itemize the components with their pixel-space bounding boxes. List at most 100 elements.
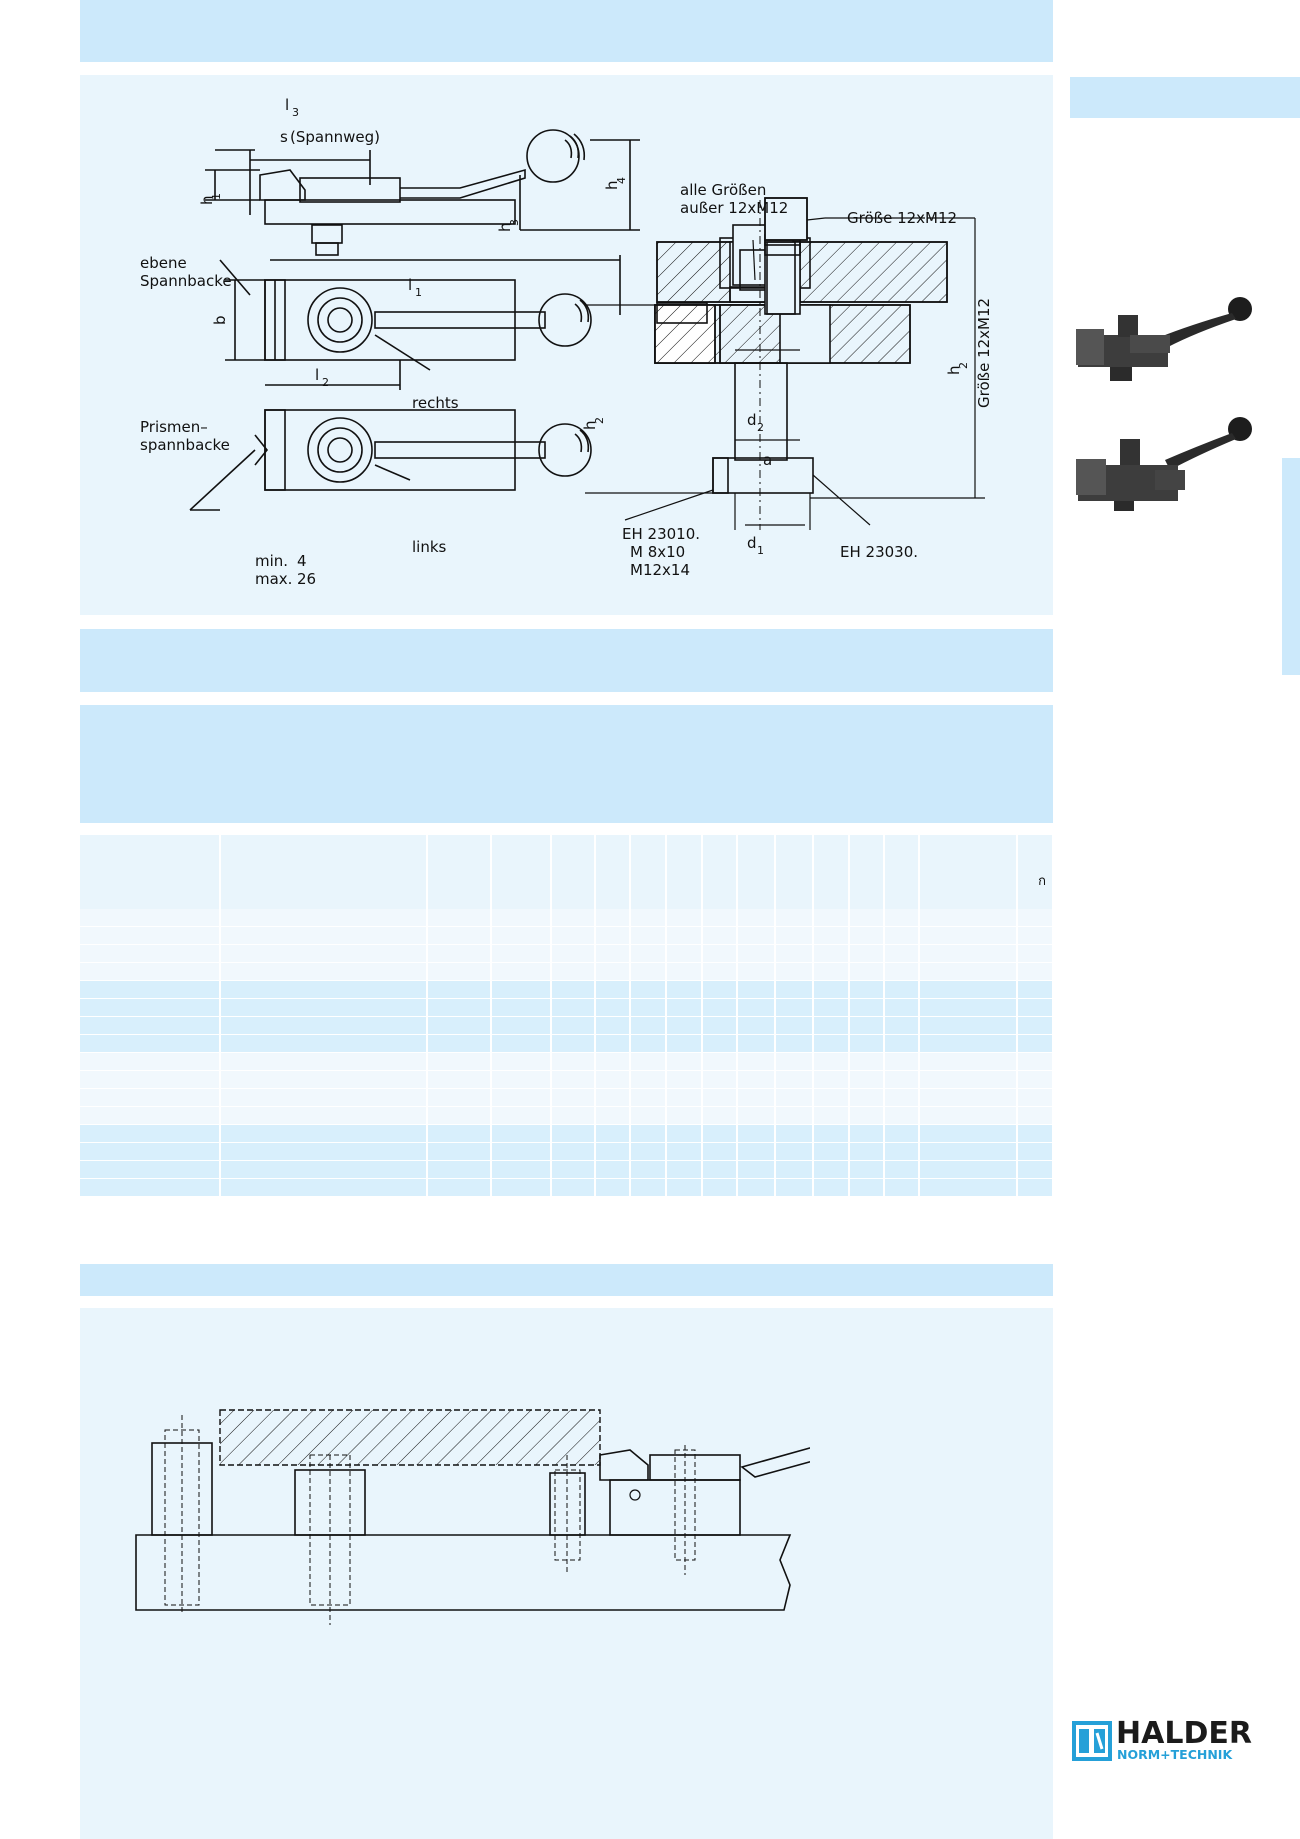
table-cell — [80, 980, 221, 999]
table-cell — [849, 1052, 885, 1071]
table-cell — [491, 1052, 552, 1071]
table-cell — [595, 1178, 631, 1197]
table-cell — [595, 1016, 631, 1035]
table-cell — [1017, 909, 1054, 927]
table-cell — [737, 1178, 776, 1197]
table-cell — [491, 1088, 552, 1107]
section-vertical-labels: h 2 h 2 Größe 12xM12 — [581, 298, 993, 430]
side-index-strip — [1282, 458, 1300, 675]
table-row — [80, 1088, 1054, 1107]
table-cell — [919, 1124, 1018, 1143]
table-cell — [849, 909, 885, 927]
table-cell — [220, 1070, 428, 1089]
label-m8x10: M 8x10 — [630, 543, 685, 561]
table-row — [80, 998, 1054, 1017]
table-cell — [551, 1052, 596, 1071]
table-cell — [1017, 926, 1054, 945]
table-cell — [80, 1070, 221, 1089]
label-prismenspannbacke: spannbacke — [140, 436, 230, 454]
table-row — [80, 909, 1054, 927]
spec-table: ก — [80, 835, 1054, 1197]
label-l1: l — [408, 276, 412, 294]
table-cell — [1017, 1160, 1054, 1179]
table-cell — [666, 980, 703, 999]
table-cell — [737, 998, 776, 1017]
label-min: min. — [255, 552, 288, 570]
clamp-side-base — [264, 199, 516, 225]
table-cell — [849, 962, 885, 981]
table-row — [80, 926, 1054, 945]
label-groesse: Größe 12xM12 — [847, 209, 957, 227]
svg-text:1: 1 — [757, 544, 764, 557]
table-cell — [775, 998, 814, 1017]
table-cell — [220, 980, 428, 999]
table-row — [80, 1178, 1054, 1197]
table-cell — [630, 926, 667, 945]
table-cell — [80, 1106, 221, 1125]
table-cell — [630, 1106, 667, 1125]
table-cell — [491, 1070, 552, 1089]
table-cell — [666, 1124, 703, 1143]
table-row — [80, 962, 1054, 981]
table-cell — [551, 980, 596, 999]
table-cell — [630, 962, 667, 981]
table-cell — [427, 926, 492, 945]
table-cell — [220, 1124, 428, 1143]
label-max: max. — [255, 570, 292, 588]
table-cell — [491, 909, 552, 927]
table-cell — [491, 1160, 552, 1179]
table-row — [80, 980, 1054, 999]
label-prismen: Prismen– — [140, 418, 208, 436]
product-photo-1 — [1076, 297, 1252, 381]
table-cell — [427, 1070, 492, 1089]
label-h1: h — [198, 195, 216, 205]
table-cell — [80, 1142, 221, 1161]
application-panel — [80, 1308, 1053, 1839]
table-cell — [775, 1016, 814, 1035]
table-cell — [666, 1088, 703, 1107]
table-cell — [551, 926, 596, 945]
table-cell — [737, 1088, 776, 1107]
svg-text:3: 3 — [292, 106, 299, 119]
table-cell — [813, 980, 850, 999]
svg-text:1: 1 — [415, 286, 422, 299]
table-cell — [427, 1160, 492, 1179]
table-cell — [737, 1052, 776, 1071]
table-cell — [813, 1016, 850, 1035]
label-s: s — [280, 128, 288, 146]
table-cell — [919, 980, 1018, 999]
table-cell — [737, 926, 776, 945]
table-cell — [702, 1016, 738, 1035]
table-cell — [220, 1160, 428, 1179]
table-row — [80, 1034, 1054, 1053]
table-cell — [595, 1088, 631, 1107]
table-cell — [775, 1160, 814, 1179]
table-cell — [1017, 962, 1054, 981]
table-cell — [775, 1070, 814, 1089]
table-cell — [813, 1052, 850, 1071]
table-cell — [551, 1160, 596, 1179]
table-cell — [630, 944, 667, 963]
table-cell — [80, 926, 221, 945]
table-cell — [80, 1124, 221, 1143]
table-cell — [813, 1142, 850, 1161]
table-cell — [1017, 1106, 1054, 1125]
table-cell — [491, 926, 552, 945]
table-cell — [849, 998, 885, 1017]
table-cell — [884, 1034, 920, 1053]
table-cell — [80, 1052, 221, 1071]
table-cell — [491, 1142, 552, 1161]
table-cell — [813, 926, 850, 945]
table-cell — [666, 926, 703, 945]
table-cell — [491, 1034, 552, 1053]
table-cell — [220, 1142, 428, 1161]
table-cell — [630, 1124, 667, 1143]
svg-text:2: 2 — [322, 376, 329, 389]
table-cell — [666, 1016, 703, 1035]
label-groesse-vertical: Größe 12xM12 — [975, 298, 993, 408]
label-a: a — [763, 451, 772, 469]
table-cell — [630, 909, 667, 927]
table-cell — [220, 926, 428, 945]
table-cell — [80, 998, 221, 1017]
label-rechts: rechts — [412, 394, 459, 412]
